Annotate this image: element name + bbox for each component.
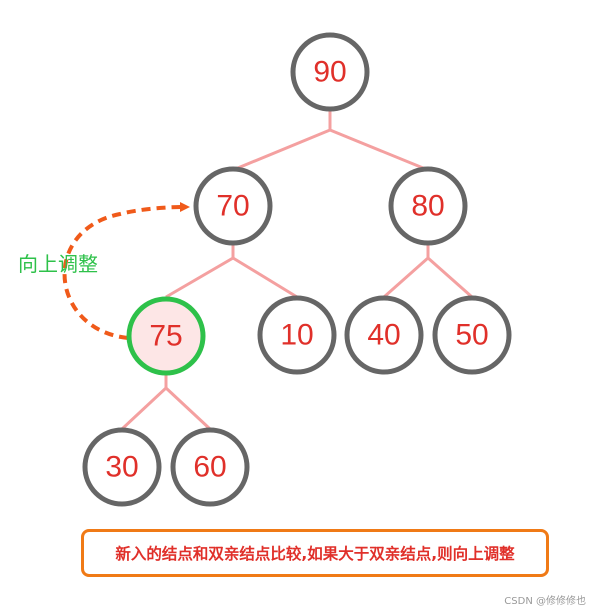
node-new-highlighted: 75 (126, 296, 206, 376)
upward-adjust-label: 向上调整 (18, 252, 98, 276)
node-level1-left: 70 (193, 166, 273, 246)
node-circle (193, 166, 273, 246)
node-label: 40 (367, 319, 400, 352)
node-circle (388, 166, 468, 246)
node-circle (290, 32, 370, 112)
edge-70-75 (165, 243, 235, 299)
edge-80-50 (427, 256, 473, 299)
node-label: 60 (193, 451, 226, 484)
tree-edges (120, 110, 473, 431)
caption-box: 新入的结点和双亲结点比较,如果大于双亲结点,则向上调整 (81, 529, 549, 577)
watermark: CSDN @修修修也 (504, 596, 586, 607)
node-level2-b: 10 (257, 295, 337, 375)
node-label: 50 (455, 319, 488, 352)
edge-90-70 (232, 110, 332, 172)
node-circle-highlight (126, 296, 206, 376)
edge-75-30 (120, 375, 168, 431)
node-circle (257, 295, 337, 375)
node-circle (432, 295, 512, 375)
node-circle (82, 427, 162, 507)
node-label: 80 (411, 190, 444, 223)
node-level2-c: 40 (344, 295, 424, 375)
caption-text: 新入的结点和双亲结点比较,如果大于双亲结点,则向上调整 (115, 545, 515, 563)
edge-80-40 (383, 243, 430, 299)
node-label: 70 (216, 190, 249, 223)
node-circle (170, 427, 250, 507)
node-level3-b: 60 (170, 427, 250, 507)
node-root: 90 (290, 32, 370, 112)
node-label: 10 (280, 319, 313, 352)
node-label: 90 (313, 56, 346, 89)
edge-70-10 (232, 256, 298, 299)
node-level1-right: 80 (388, 166, 468, 246)
edge-75-60 (164, 386, 212, 431)
upward-adjust-arrow (62, 202, 190, 340)
node-label: 30 (105, 451, 138, 484)
node-level2-d: 50 (432, 295, 512, 375)
node-circle (344, 295, 424, 375)
edge-90-80 (329, 128, 429, 172)
node-level3-a: 30 (82, 427, 162, 507)
node-label: 75 (149, 320, 182, 353)
